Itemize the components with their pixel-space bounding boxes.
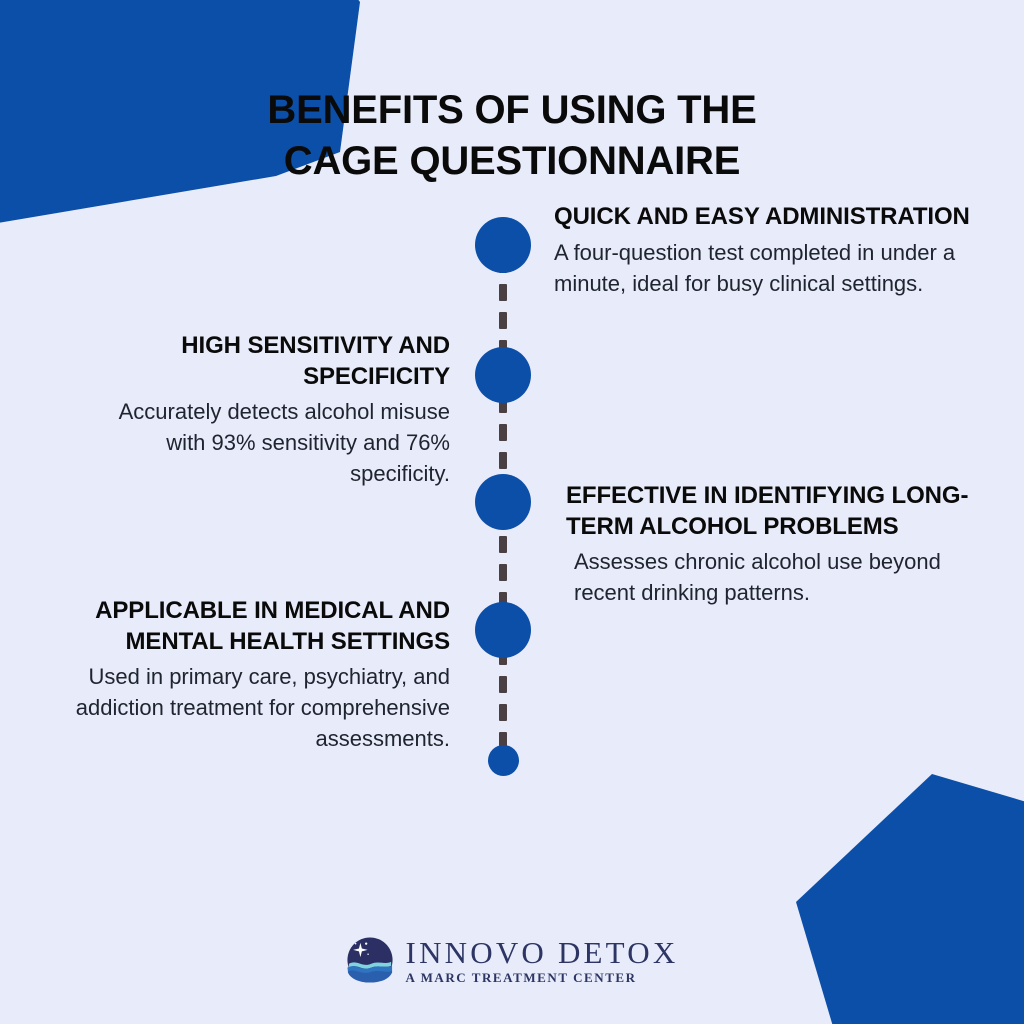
benefit-body: Used in primary care, psychiatry, and ad… — [75, 664, 450, 752]
benefit-heading: EFFECTIVE IN IDENTIFYING LONG-TERM ALCOH… — [566, 482, 969, 540]
benefit-block-high-sensitivity-and-specificity: HIGH SENSITIVITY AND SPECIFICITY Accurat… — [92, 331, 450, 489]
timeline-dot-1 — [475, 217, 531, 273]
timeline-dash — [499, 396, 507, 413]
timeline-dash — [499, 312, 507, 329]
logo-tagline: A MARC TREATMENT CENTER — [405, 969, 637, 985]
timeline-dash — [499, 536, 507, 553]
timeline-dash — [499, 564, 507, 581]
globe-wave-star-icon — [346, 937, 393, 983]
bottom-right-pentagon-icon — [796, 774, 1024, 1024]
timeline-dot-3 — [475, 474, 531, 530]
timeline-dot-4 — [475, 602, 531, 658]
benefit-body: A four-question test completed in under … — [554, 239, 956, 296]
page-title: BENEFITS OF USING THE CAGE QUESTIONNAIRE — [0, 85, 1024, 187]
benefit-heading: QUICK AND EASY ADMINISTRATION — [554, 203, 970, 230]
benefit-heading: HIGH SENSITIVITY AND SPECIFICITY — [181, 332, 450, 390]
timeline-dot-5 — [487, 744, 519, 776]
footer-logo: INNOVO DETOX A MARC TREATMENT CENTER — [0, 936, 1024, 984]
timeline-dash — [499, 732, 507, 749]
timeline-dash — [499, 284, 507, 301]
timeline-dot-2 — [475, 347, 531, 403]
timeline-dash — [499, 452, 507, 469]
timeline-dash — [499, 424, 507, 441]
timeline-dash — [499, 704, 507, 721]
page-title-line-2: CAGE QUESTIONNAIRE — [283, 138, 741, 183]
benefit-block-applicable-in-medical-and-mental-health-settings: APPLICABLE IN MEDICAL AND MENTAL HEALTH … — [48, 596, 450, 754]
logo-name: INNOVO DETOX — [405, 934, 679, 970]
timeline-dash — [499, 676, 507, 693]
logo-wordmark: INNOVO DETOX A MARC TREATMENT CENTER — [406, 937, 679, 984]
benefit-heading: APPLICABLE IN MEDICAL AND MENTAL HEALTH … — [95, 597, 450, 655]
benefit-body: Accurately detects alcohol misuse with 9… — [118, 399, 450, 487]
timeline-dash — [499, 592, 507, 609]
benefit-body: Assesses chronic alcohol use beyond rece… — [574, 549, 941, 606]
benefit-block-quick-and-easy-administration: QUICK AND EASY ADMINISTRATION A four-que… — [554, 202, 974, 299]
benefit-block-effective-in-identifying-long-term-alcohol-problems: EFFECTIVE IN IDENTIFYING LONG-TERM ALCOH… — [566, 481, 978, 608]
page-title-line-1: BENEFITS OF USING THE — [267, 87, 757, 132]
